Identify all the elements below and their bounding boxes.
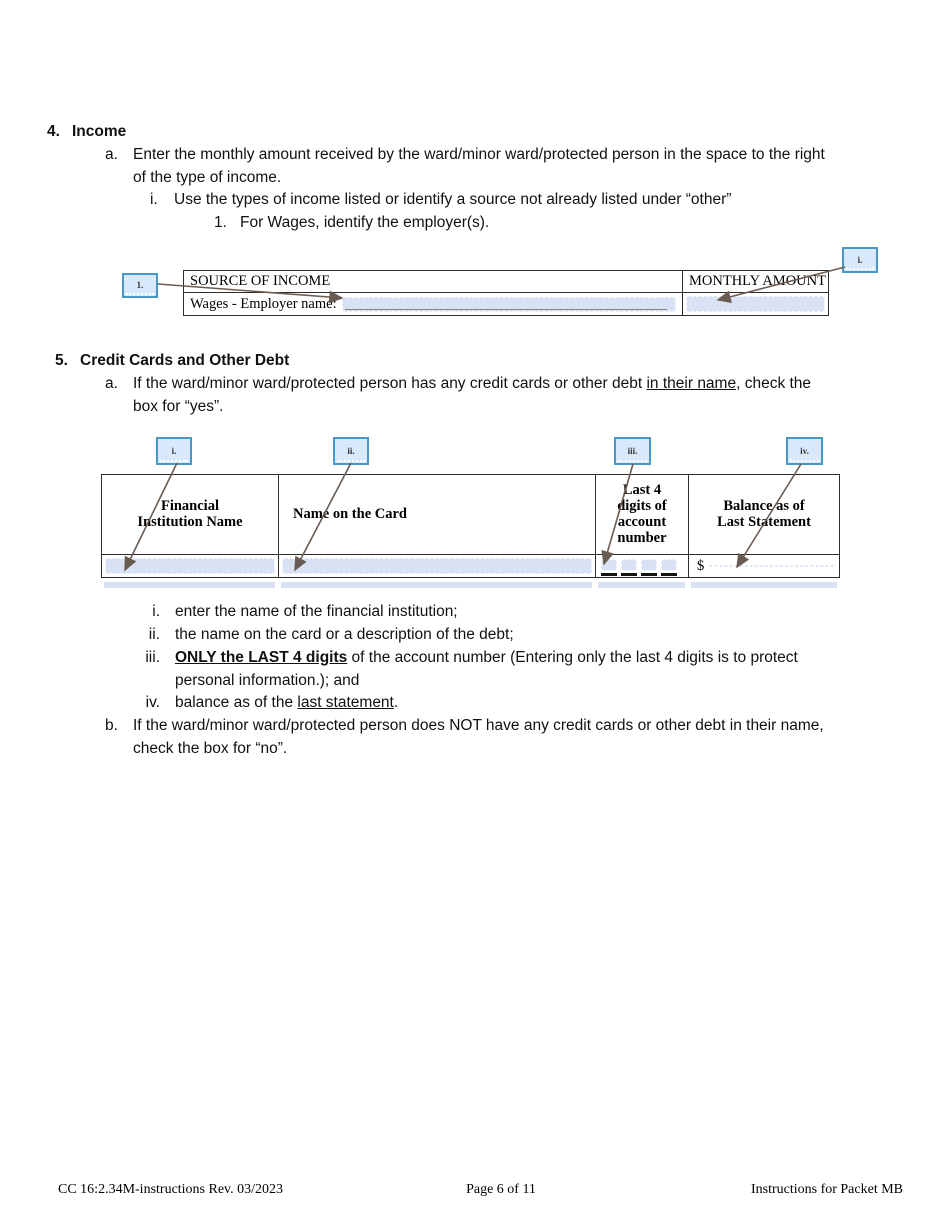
- debt-header-balance: Balance as of Last Statement: [717, 497, 811, 531]
- item-4a1-text: For Wages, identify the employer(s).: [240, 214, 490, 231]
- callout-box-i-debt-label: i.: [171, 445, 177, 456]
- section-5-heading: 5. Credit Cards and Other Debt: [55, 350, 289, 373]
- callout-box-i-label: i.: [857, 254, 863, 265]
- section-5-number: 5.: [55, 352, 68, 369]
- legend-item-iii-bold-underline: ONLY the LAST 4 digits: [175, 649, 348, 666]
- callout-box-1: 1.: [122, 273, 158, 298]
- income-table-header-row: SOURCE OF INCOME MONTHLY AMOUNT: [184, 271, 828, 293]
- item-5a-text: If the ward/minor ward/protected person …: [133, 373, 811, 418]
- item-4a-marker: a.: [105, 146, 118, 163]
- balance-field: [707, 564, 836, 567]
- financial-institution-field: [105, 557, 275, 574]
- callout-box-i-debt: i.: [156, 437, 192, 465]
- footer-document-id: CC 16:2.34M-instructions Rev. 03/2023: [58, 1182, 284, 1197]
- dollar-sign: $: [697, 557, 705, 574]
- legend-item-iii-marker: iii.: [145, 649, 160, 666]
- section-5-title: Credit Cards and Other Debt: [80, 352, 290, 369]
- footer-page-number: Page 6 of 11: [466, 1182, 536, 1197]
- wages-row-label: Wages - Employer name:: [190, 295, 337, 312]
- section-4-heading: 4. Income: [47, 121, 126, 144]
- item-4a1: 1. For Wages, identify the employer(s).: [214, 212, 914, 235]
- balance-cell: $: [689, 555, 839, 578]
- employer-name-field: [341, 296, 676, 312]
- legend-item-ii-marker: ii.: [148, 626, 160, 643]
- item-5a-underlined: in their name: [646, 375, 737, 392]
- debt-table-header-row: Financial Institution Name Name on the C…: [102, 475, 839, 555]
- legend-item-ii-text: the name on the card or a description of…: [175, 626, 514, 643]
- item-4ai: i. Use the types of income listed or iden…: [150, 189, 910, 212]
- financial-institution-cell: [102, 554, 279, 577]
- callout-box-iii-debt-label: iii.: [627, 445, 638, 456]
- income-table-header-amount: MONTHLY AMOUNT: [689, 273, 826, 290]
- callout-box-iv-debt-label: iv.: [800, 445, 809, 456]
- legend-item-iv-suffix: .: [393, 694, 399, 711]
- legend-item-iii-text: ONLY the LAST 4 digits of the account nu…: [175, 647, 798, 692]
- footer-packet-name: Instructions for Packet MB: [750, 1182, 903, 1197]
- item-4a-text: Enter the monthly amount received by the…: [133, 146, 825, 186]
- income-table-wages-row: Wages - Employer name:: [184, 293, 828, 315]
- digit-field-1: [601, 559, 617, 576]
- debt-header-financial-institution: Financial Institution Name: [102, 475, 279, 554]
- item-5a-marker: a.: [105, 375, 118, 392]
- debt-header-last4-digits: Last 4 digits of account number: [596, 475, 689, 554]
- debt-table: Financial Institution Name Name on the C…: [101, 474, 840, 578]
- section-4-number: 4.: [47, 123, 60, 140]
- name-on-card-cell: [279, 554, 596, 577]
- callout-box-iii-debt: iii.: [614, 437, 651, 465]
- legend-item-ii: ii. the name on the card or a description…: [102, 624, 882, 647]
- income-table-amount-cell: [683, 293, 828, 315]
- last4-digits-cell: [596, 554, 689, 577]
- callout-box-iv-debt: iv.: [786, 437, 823, 465]
- income-table-header-source: SOURCE OF INCOME: [184, 271, 683, 292]
- item-5b-text: If the ward/minor ward/protected person …: [133, 717, 824, 757]
- legend-item-i: i. enter the name of the financial instit…: [102, 601, 882, 624]
- debt-table-entry-row: $: [102, 554, 839, 578]
- legend-item-iv: iv. balance as of the last statement.: [102, 692, 882, 715]
- digit-field-4: [661, 559, 677, 576]
- item-4a1-marker: 1.: [214, 214, 227, 231]
- section-4-title: Income: [72, 123, 127, 140]
- item-5a-text-part1: If the ward/minor ward/protected person …: [133, 375, 647, 392]
- monthly-amount-field: [686, 296, 825, 312]
- digit-field-2: [621, 559, 637, 576]
- item-4a: a. Enter the monthly amount received by t…: [105, 144, 905, 189]
- income-table: SOURCE OF INCOME MONTHLY AMOUNT Wages - …: [183, 270, 829, 316]
- item-5a: a. If the ward/minor ward/protected perso…: [105, 373, 905, 418]
- item-5a-text-part2: , check the box for “yes”.: [133, 375, 812, 415]
- callout-box-ii-debt-label: ii.: [347, 445, 355, 456]
- legend-item-iv-marker: iv.: [145, 694, 160, 711]
- callout-box-1-label: 1.: [136, 280, 144, 291]
- item-4ai-marker: i.: [150, 191, 158, 208]
- item-5b-marker: b.: [105, 717, 118, 734]
- name-on-card-field: [282, 557, 592, 574]
- digit-field-3: [641, 559, 657, 576]
- legend-item-iii: iii. ONLY the LAST 4 digits of the accoun…: [102, 647, 892, 692]
- income-table-wages-cell: Wages - Employer name:: [184, 293, 683, 315]
- item-5b: b. If the ward/minor ward/protected perso…: [105, 715, 905, 760]
- debt-table-next-row-sliver: [101, 582, 840, 588]
- legend-item-i-marker: i.: [152, 603, 160, 620]
- callout-box-i: i.: [842, 247, 878, 273]
- legend-item-iv-text: balance as of the last statement.: [175, 692, 398, 715]
- legend-item-i-text: enter the name of the financial institut…: [175, 603, 458, 620]
- item-4ai-text: Use the types of income listed or identi…: [174, 191, 732, 208]
- legend-item-iii-rest: of the account number (Entering only the…: [175, 649, 798, 689]
- callout-box-ii-debt: ii.: [333, 437, 369, 465]
- debt-header-name-on-card: Name on the Card: [279, 475, 596, 554]
- legend-item-iv-underlined: last statement: [297, 694, 394, 711]
- legend-item-iv-prefix: balance as of the: [175, 694, 298, 711]
